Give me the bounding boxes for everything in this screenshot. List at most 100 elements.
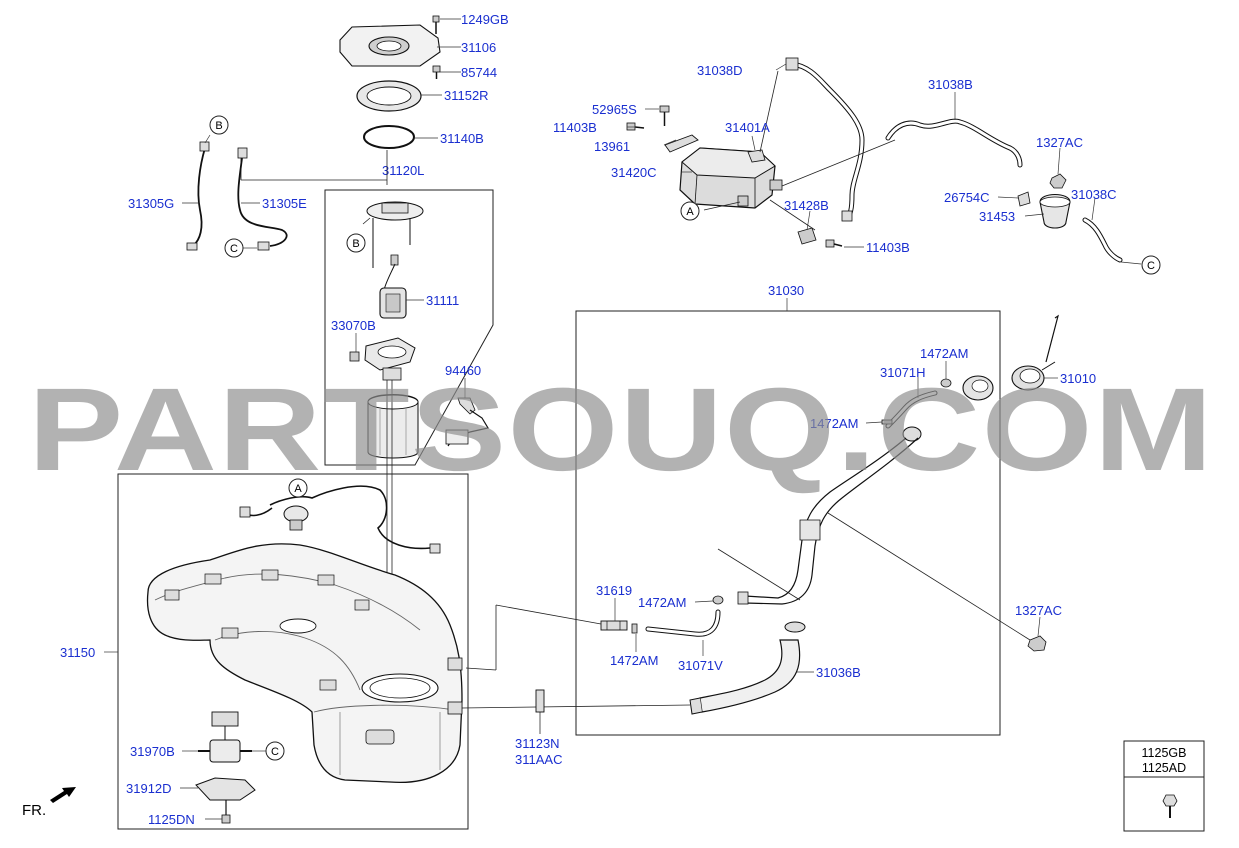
bolt-52965s[interactable] xyxy=(659,105,670,126)
fitting-31619[interactable] xyxy=(600,620,628,631)
callout-c-right xyxy=(1141,255,1161,275)
label-311aac: 311AAC xyxy=(515,752,562,767)
harness-31305g[interactable] xyxy=(186,141,210,251)
label-1327ac-lower: 1327AC xyxy=(1015,603,1062,618)
lock-ring-31152r[interactable] xyxy=(356,80,422,112)
nut-1327ac-lower[interactable] xyxy=(1027,635,1047,652)
label-33070b: 33070B xyxy=(331,318,376,333)
watermark-text: PARTSOUQ.COM xyxy=(28,364,1214,496)
label-31420c: 31420C xyxy=(611,165,657,180)
callout-c-tank xyxy=(265,741,285,761)
fuel-tank-group-box xyxy=(117,473,469,830)
callout-a-canister xyxy=(680,201,700,221)
gasket-26754c[interactable] xyxy=(1017,191,1031,207)
label-31123n: 31123N xyxy=(515,736,560,751)
pump-reservoir[interactable] xyxy=(367,394,419,459)
bolt-1249gb[interactable] xyxy=(432,15,440,34)
callout-c-left xyxy=(224,238,244,258)
callout-b-pump-letter: B xyxy=(352,238,359,250)
label-31428b: 31428B xyxy=(784,198,829,213)
bolt-icon xyxy=(1162,794,1178,818)
vent-hose-31071v[interactable] xyxy=(645,609,721,637)
harness-31305e[interactable] xyxy=(237,147,288,251)
bolt-11403b-upper[interactable] xyxy=(626,122,645,131)
label-31120l: 31120L xyxy=(382,163,424,178)
gasket-31140b[interactable] xyxy=(363,125,415,149)
check-valve-31123n[interactable] xyxy=(535,689,545,734)
label-11403b-lower: 11403B xyxy=(866,240,910,255)
bolt-11403b-lower[interactable] xyxy=(825,239,843,248)
nut-85744[interactable] xyxy=(432,65,441,79)
pump-cover-plate[interactable] xyxy=(339,24,441,67)
rollover-valve-harness[interactable] xyxy=(239,485,441,554)
filter-31453[interactable] xyxy=(1039,193,1071,229)
front-direction-label: FR. xyxy=(22,802,46,819)
callout-b-left-letter: B xyxy=(215,120,222,132)
label-31106: 31106 xyxy=(461,40,496,55)
label-52965s: 52965S xyxy=(592,102,637,117)
label-1472am-mid: 1472AM xyxy=(810,416,858,431)
filler-neck-pipe[interactable] xyxy=(737,426,922,605)
label-31305g: 31305G xyxy=(128,196,174,211)
legend-row-1: 1125GB xyxy=(1142,746,1187,760)
callout-c-tank-letter: C xyxy=(271,746,279,758)
bracket-13961[interactable] xyxy=(664,134,699,153)
label-1249gb: 1249GB xyxy=(461,12,509,27)
label-31010: 31010 xyxy=(1060,371,1096,386)
clamp-1472am-low[interactable] xyxy=(631,623,638,634)
vent-tube-31038d[interactable] xyxy=(785,57,865,222)
label-11403b-upper: 11403B xyxy=(553,120,597,135)
pump-flange[interactable] xyxy=(366,201,424,268)
label-85744: 85744 xyxy=(461,65,497,80)
label-1472am-right: 1472AM xyxy=(638,595,686,610)
label-1472am-top: 1472AM xyxy=(920,346,968,361)
label-31150: 31150 xyxy=(60,645,95,660)
label-31038d: 31038D xyxy=(697,63,743,78)
canister-31420c[interactable] xyxy=(679,147,783,209)
label-31071h: 31071H xyxy=(880,365,926,380)
filter-33070b[interactable] xyxy=(349,337,416,381)
callout-c-right-letter: C xyxy=(1147,260,1155,272)
valve-31970b[interactable] xyxy=(198,711,252,763)
label-31140b: 31140B xyxy=(440,131,484,146)
filler-hose-31036b[interactable] xyxy=(689,621,806,715)
label-31912d: 31912D xyxy=(126,781,172,796)
clamp-1472am-right[interactable] xyxy=(712,595,724,605)
fastener-legend-table: 1125GB 1125AD xyxy=(1123,740,1205,832)
nut-1327ac-upper[interactable] xyxy=(1049,173,1067,189)
callout-c-left-letter: C xyxy=(230,243,238,255)
label-1472am-low: 1472AM xyxy=(610,653,658,668)
label-1125dn: 1125DN xyxy=(148,812,195,827)
fuel-pump-31111[interactable] xyxy=(379,254,407,319)
label-26754c: 26754C xyxy=(944,190,990,205)
label-31305e: 31305E xyxy=(262,196,307,211)
label-1327ac-upper: 1327AC xyxy=(1036,135,1083,150)
label-31030: 31030 xyxy=(768,283,804,298)
bolt-1125dn[interactable] xyxy=(221,800,231,824)
vent-tube-31038c[interactable] xyxy=(1082,217,1123,263)
bracket-31912d[interactable] xyxy=(195,777,256,801)
fuel-tank-31150[interactable] xyxy=(146,543,463,784)
label-31038c: 31038C xyxy=(1071,187,1117,202)
callout-a-tank-letter: A xyxy=(294,483,302,495)
label-31071v: 31071V xyxy=(678,658,723,673)
fuel-cap-31010[interactable] xyxy=(1011,314,1059,391)
front-arrow-icon xyxy=(50,787,76,803)
callout-a-canister-letter: A xyxy=(686,206,694,218)
vent-tube-31038b[interactable] xyxy=(885,118,1023,168)
label-31038b: 31038B xyxy=(928,77,973,92)
callout-b-pump xyxy=(346,233,366,253)
label-31036b: 31036B xyxy=(816,665,861,680)
label-31111: 31111 xyxy=(426,293,459,308)
label-94460: 94460 xyxy=(445,363,481,378)
legend-row-2: 1125AD xyxy=(1142,761,1186,775)
label-31401a: 31401A xyxy=(725,120,770,135)
filler-cup[interactable] xyxy=(962,375,994,401)
pump-group-box xyxy=(324,189,494,466)
sender-94460[interactable] xyxy=(445,397,489,447)
label-31152r: 31152R xyxy=(444,88,489,103)
clip-31428b[interactable] xyxy=(797,227,817,245)
filter-31401a[interactable] xyxy=(747,149,766,163)
